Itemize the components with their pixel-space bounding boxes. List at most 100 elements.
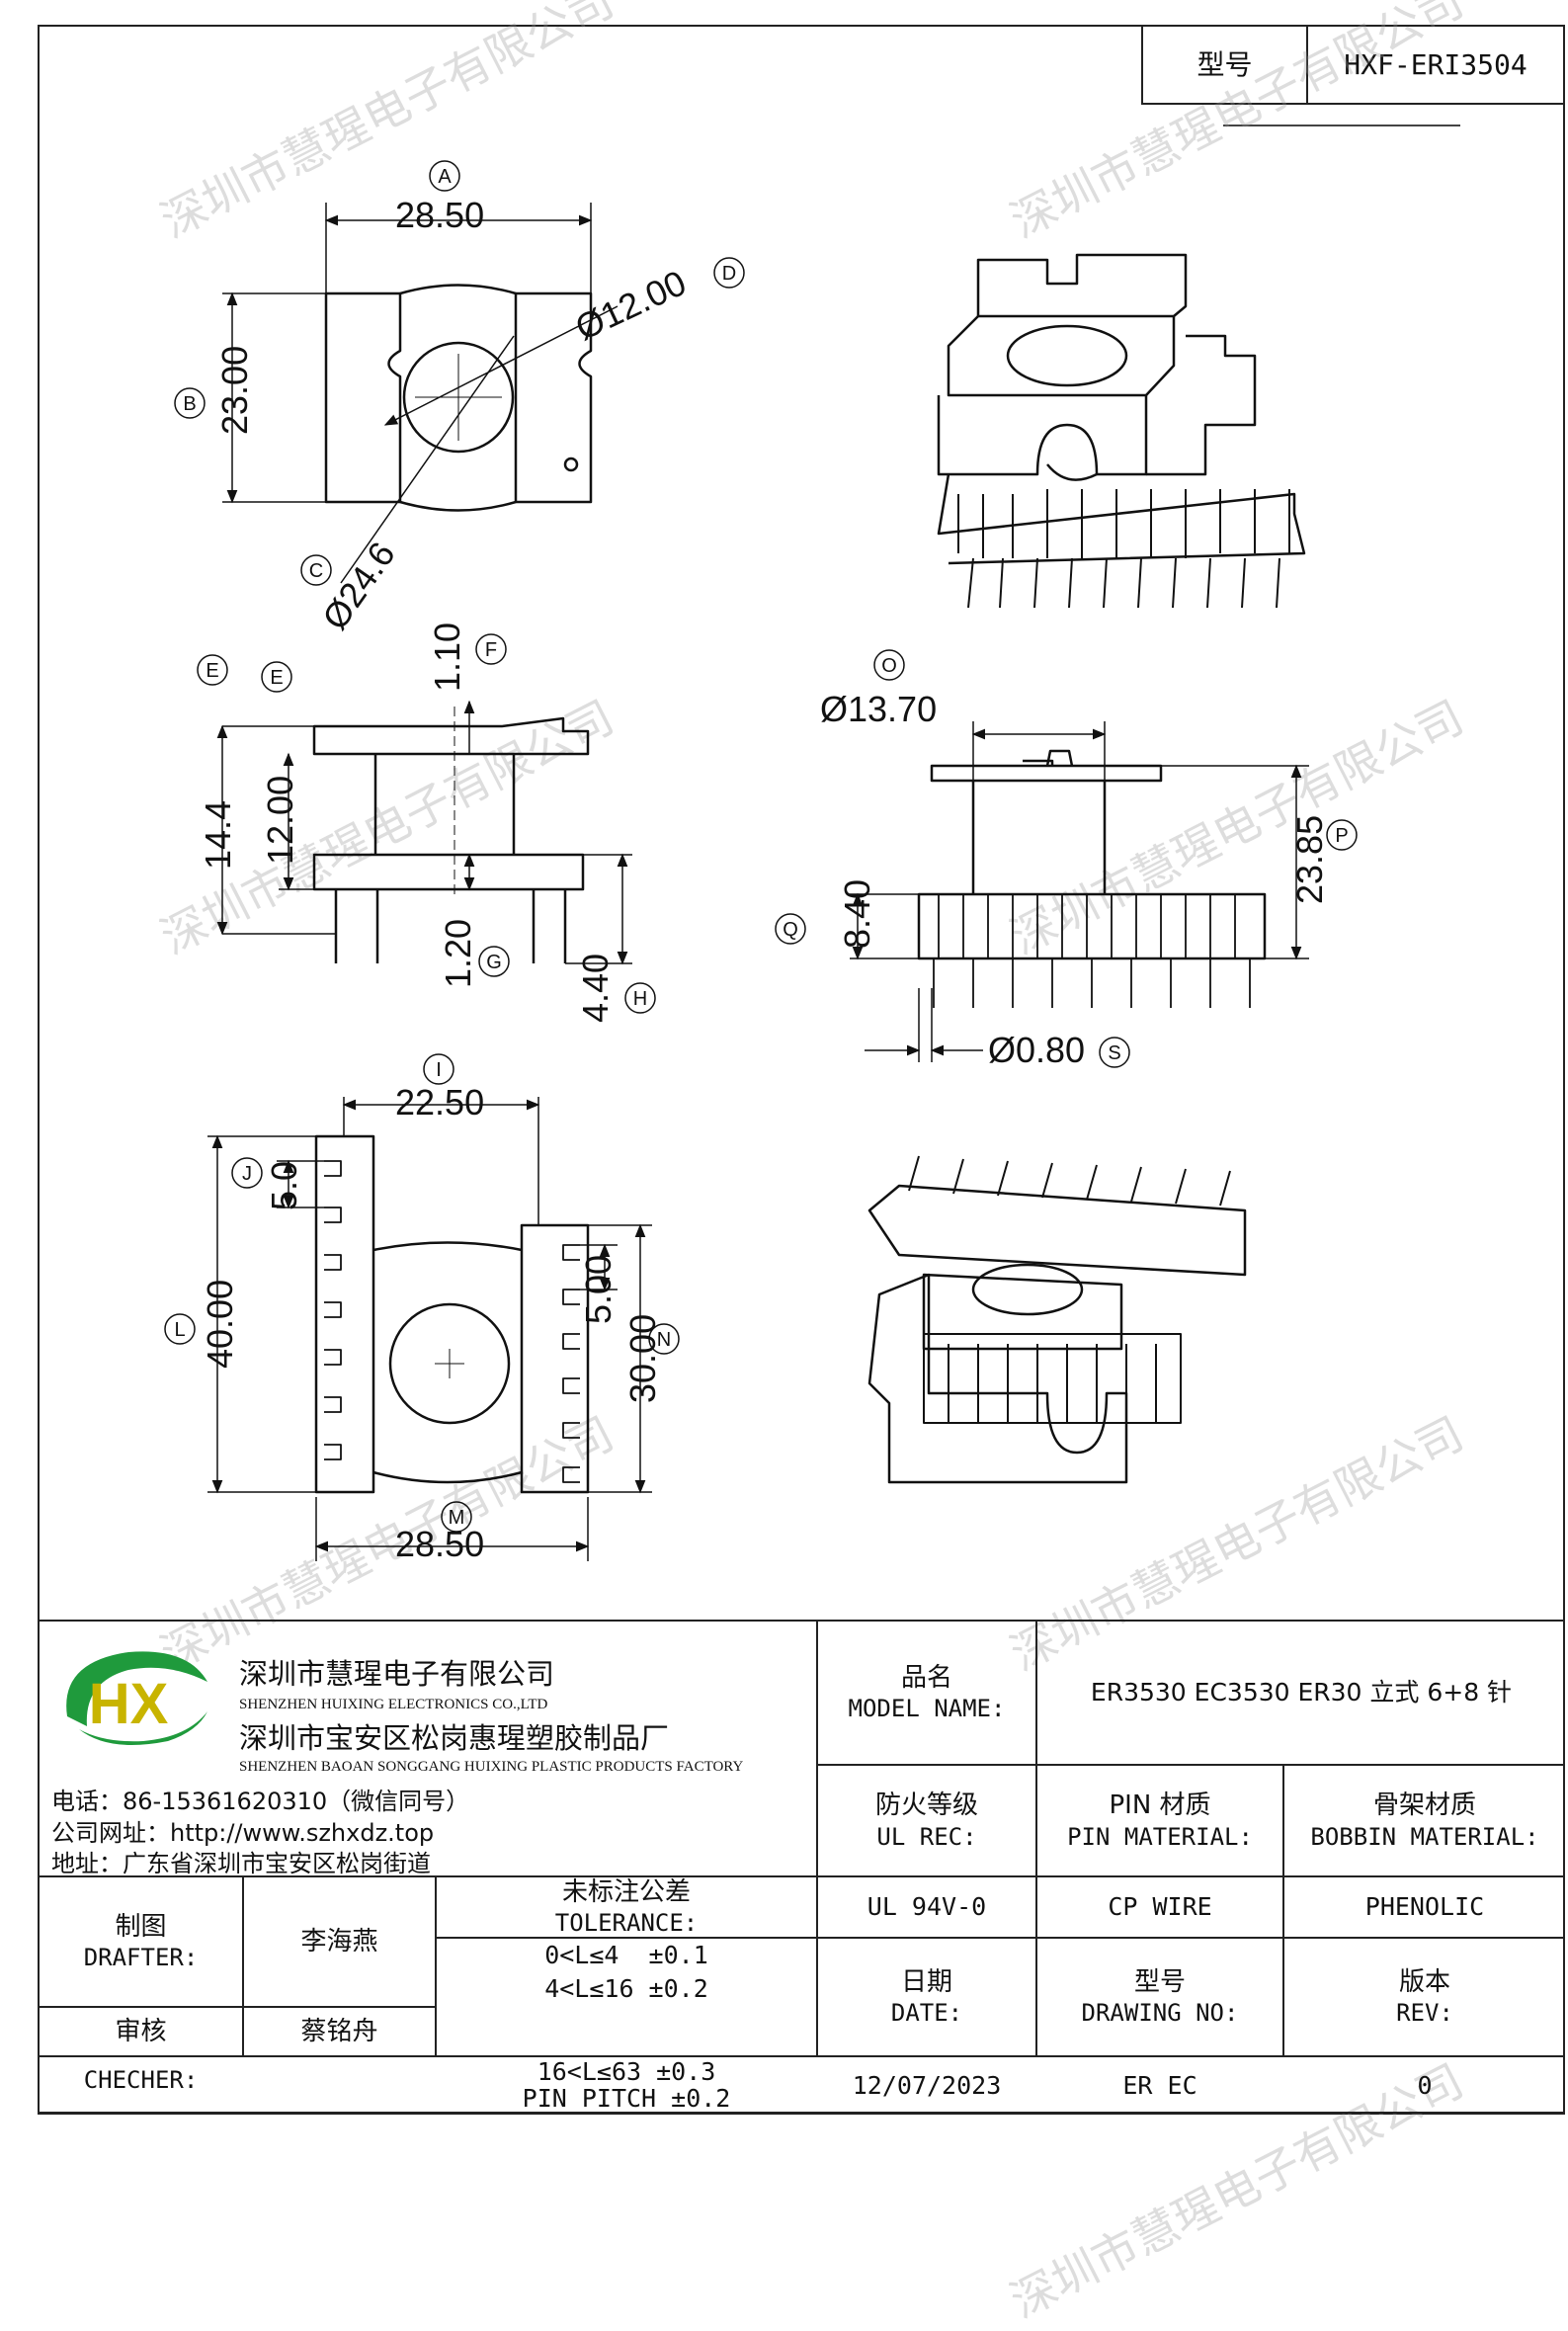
logo-text: HX — [89, 1672, 169, 1736]
model-name-en: MODEL NAME: — [848, 1695, 1006, 1723]
dim-value-q: 8.40 — [837, 879, 877, 949]
rev-value: 0 — [1417, 2070, 1433, 2100]
dim-letter-p: P — [1335, 825, 1348, 847]
dim-value-l: 40.00 — [200, 1280, 240, 1369]
grid-line — [816, 1620, 818, 1876]
dim-value-b: 23.00 — [214, 346, 255, 435]
grid-line — [435, 1875, 437, 2055]
dim-letter-d: D — [722, 263, 736, 285]
drafter-en: DRAFTER: — [83, 1944, 199, 1972]
dim-circle — [423, 1053, 454, 1085]
rev-cn: 版本 — [1398, 1966, 1450, 1997]
grid-line — [816, 1764, 1565, 1766]
dim-circle — [1099, 1037, 1130, 1068]
bottom-view — [314, 1134, 590, 1494]
iso-view-bottom — [867, 1155, 1247, 1484]
dim-circle — [1326, 819, 1358, 851]
dim-circle — [261, 661, 292, 693]
date-value: 12/07/2023 — [852, 2070, 1002, 2100]
dim-circle — [300, 554, 332, 586]
dim-value-k: 5.00 — [578, 1255, 619, 1324]
drawing-cn: 型号 — [1133, 1966, 1186, 1997]
dim-letter-a: A — [438, 166, 452, 188]
header-model-label: 型号 — [1197, 48, 1253, 81]
top-view — [324, 284, 593, 512]
ul-value: UL 94V-0 — [867, 1892, 987, 1922]
tolerance-range-2: 4<L≤16 ±0.2 — [544, 1974, 708, 2004]
tolerance-range-1: 0<L≤4 ±0.1 — [544, 1941, 708, 1970]
dim-circle — [873, 649, 905, 681]
model-name-label: 品名 MODEL NAME: — [818, 1622, 1035, 1764]
ul-en: UL REC: — [876, 1822, 977, 1851]
front-view — [917, 749, 1267, 1008]
pin-pitch: PIN PITCH ±0.2 — [522, 2084, 731, 2114]
pin-value: CP WIRE — [1108, 1892, 1212, 1922]
dim-value-h: 4.40 — [575, 954, 616, 1023]
dim-value-n: 30.00 — [622, 1314, 663, 1403]
dim-circle — [648, 1323, 680, 1355]
dim-circle — [475, 633, 507, 665]
dim-letter-b: B — [183, 393, 196, 415]
model-name-value: ER3530 EC3530 ER30 立式 6+8 针 — [1090, 1678, 1513, 1707]
dim-value-e2: 12.00 — [260, 776, 300, 865]
dim-letter-o: O — [881, 655, 897, 677]
dim-circle — [624, 982, 656, 1014]
ul-label: 防火等级 UL REC: — [818, 1766, 1035, 1875]
dim-value-f: 1.10 — [427, 623, 467, 692]
dim-circle — [197, 654, 228, 686]
tolerance-range-3: 16<L≤63 ±0.3 — [536, 2057, 716, 2087]
pin-label: PIN 材质 PIN MATERIAL: — [1037, 1766, 1282, 1875]
factory-name-en: SHENZHEN BAOAN SONGGANG HUIXING PLASTIC … — [239, 1759, 744, 1775]
factory-name-cn: 深圳市宝安区松岗惠瑆塑胶制品厂 — [239, 1721, 670, 1755]
checker-label: 审核 — [115, 2016, 167, 2046]
dim-value-e1: 14.4 — [198, 800, 238, 870]
dim-value-j: 5.0 — [264, 1161, 304, 1210]
grid-line — [242, 1875, 244, 2055]
iso-view-top — [937, 253, 1306, 609]
drawing-frame — [38, 25, 1565, 2115]
bottom-row — [38, 2057, 1565, 2114]
checker-en: CHECHER: — [83, 2066, 199, 2094]
dim-value-d: Ø12.00 — [569, 262, 692, 348]
tolerance-cn: 未标注公差 — [561, 1876, 691, 1907]
rev-label: 版本 REV: — [1284, 1939, 1565, 2055]
dim-value-o: Ø13.70 — [820, 689, 937, 729]
rev-en: REV: — [1396, 1999, 1453, 2028]
company-address: 地址：广东省深圳市宝安区松岗街道 — [51, 1850, 431, 1877]
model-name-cn: 品名 — [900, 1662, 952, 1693]
dim-letter-n: N — [657, 1329, 671, 1351]
drawing-no-label: 型号 DRAWING NO: — [1037, 1939, 1282, 2055]
header-model-value: HXF-ERI3504 — [1344, 48, 1527, 81]
drafter-cn: 制图 — [115, 1911, 167, 1942]
dim-letter-c: C — [309, 560, 323, 582]
dim-circle — [713, 257, 745, 289]
grid-line — [38, 1875, 1565, 1877]
bobbin-label: 骨架材质 BOBBIN MATERIAL: — [1284, 1766, 1565, 1875]
dim-circle — [231, 1157, 263, 1189]
grid-line — [1282, 1764, 1284, 2055]
dim-letter-s: S — [1108, 1042, 1120, 1064]
drawing-no-value: ER EC — [1122, 2070, 1197, 2100]
dim-letter-j: J — [242, 1163, 252, 1185]
grid-line — [816, 1875, 818, 2055]
drawing-en: DRAWING NO: — [1081, 1999, 1239, 2028]
ul-cn: 防火等级 — [874, 1790, 978, 1821]
dim-value-c: Ø24.6 — [314, 535, 403, 637]
dim-circle — [441, 1501, 472, 1533]
header-underline — [1223, 125, 1460, 126]
drafter-label: 制图 DRAFTER: — [40, 1877, 242, 2006]
dim-value-s: Ø0.80 — [988, 1030, 1085, 1070]
header-divider — [1306, 25, 1308, 105]
dim-circle — [429, 160, 460, 192]
company-name-cn: 深圳市慧瑆电子有限公司 — [239, 1657, 555, 1691]
tolerance-en: TOLERANCE: — [554, 1909, 699, 1938]
technical-drawing: A B C D E E F G H O P Q S I J L N M 28.5… — [164, 160, 1358, 1564]
dim-value-p: 23.85 — [1289, 815, 1330, 904]
company-website: 公司网址：http://www.szhxdz.top — [51, 1819, 435, 1847]
header-model-box — [1141, 25, 1565, 105]
grid-line — [435, 1937, 1565, 1939]
bobbin-cn: 骨架材质 — [1372, 1790, 1476, 1821]
drafter-name: 李海燕 — [300, 1926, 378, 1956]
date-label: 日期 DATE: — [818, 1939, 1035, 2055]
dim-circle — [164, 1313, 196, 1345]
